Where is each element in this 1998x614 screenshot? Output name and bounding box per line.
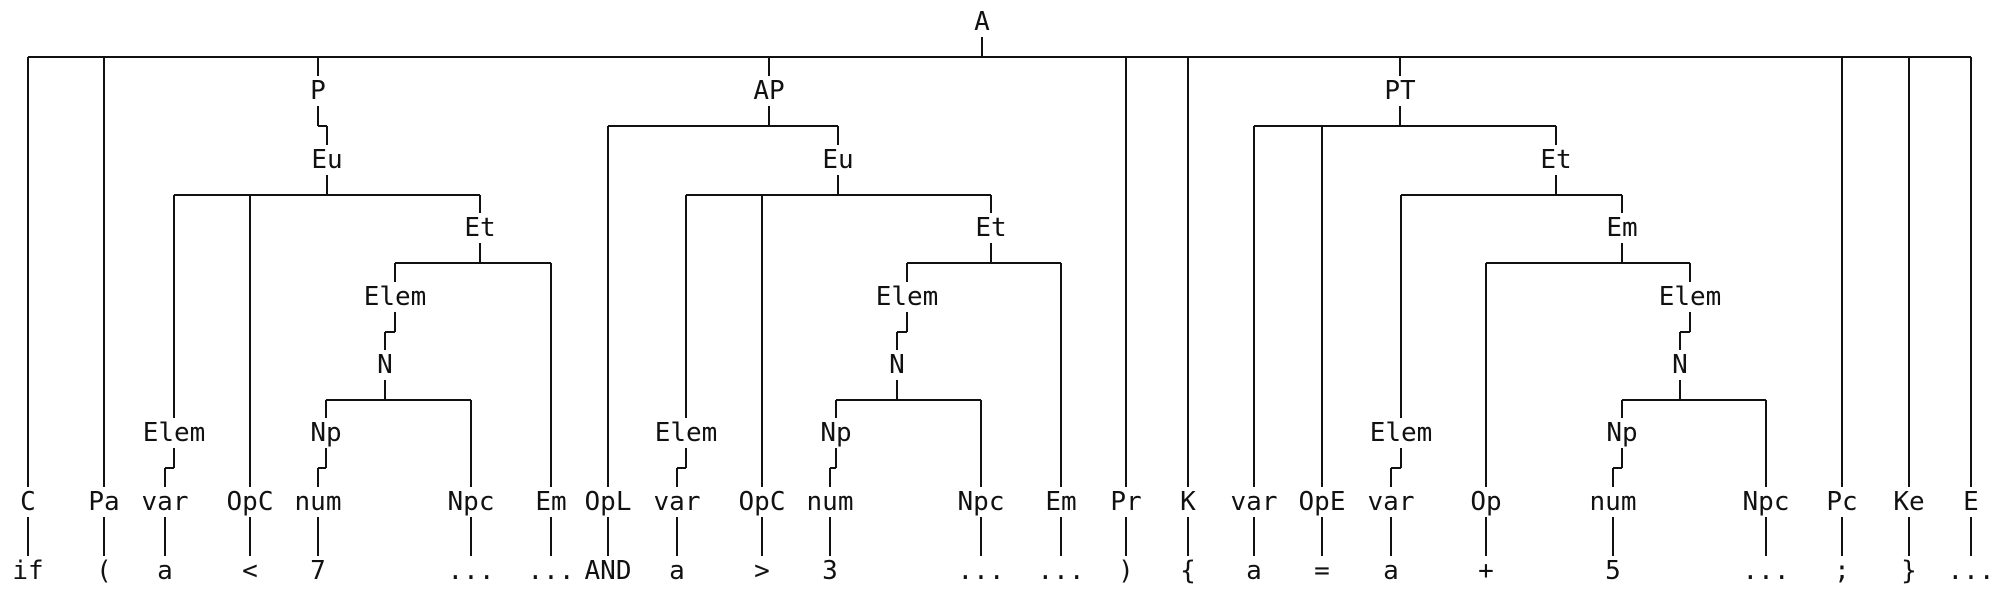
tree-node-p-elem1: Elem: [142, 418, 206, 448]
tree-node-p-npc: Npc: [447, 487, 495, 517]
tree-node-p-eu: Eu: [311, 145, 343, 175]
tree-node-ap-np: Np: [820, 418, 852, 448]
terminal-token: AND: [584, 556, 632, 586]
tree-node-ap-var: var: [653, 487, 701, 517]
tree-node-pa: Pa: [88, 487, 120, 517]
terminal-token: ...: [527, 556, 575, 586]
tree-node-pc: Pc: [1826, 487, 1858, 517]
tree-node-p-var: var: [141, 487, 189, 517]
tree-node-ap-elem2: Elem: [875, 282, 939, 312]
terminal-token: ): [1118, 556, 1134, 586]
tree-node-ap-eu: Eu: [822, 145, 854, 175]
terminal-token: a: [1383, 556, 1399, 586]
terminal-token: >: [754, 556, 770, 586]
terminal-token: <: [242, 556, 258, 586]
tree-node-p-et: Et: [464, 213, 496, 243]
tree-node-a: A: [974, 7, 990, 37]
tree-node-pt-em: Em: [1606, 213, 1638, 243]
tree-node-ap-n: N: [889, 350, 905, 380]
terminal-token: 5: [1605, 556, 1621, 586]
tree-node-pr: Pr: [1110, 487, 1142, 517]
tree-node-pt: PT: [1384, 76, 1416, 106]
tree-node-p-opc: OpC: [226, 487, 274, 517]
tree-node-pt-var2: var: [1367, 487, 1415, 517]
tree-node-ap-elem1: Elem: [654, 418, 718, 448]
terminal-token: ...: [1947, 556, 1995, 586]
tree-node-p: P: [310, 76, 326, 106]
terminal-token: a: [1246, 556, 1262, 586]
terminal-token: 7: [310, 556, 326, 586]
terminal-token: ...: [957, 556, 1005, 586]
tree-node-ap-et: Et: [975, 213, 1007, 243]
terminal-token: if: [12, 556, 44, 586]
tree-node-ap-opc: OpC: [738, 487, 786, 517]
tree-node-p-elem2: Elem: [363, 282, 427, 312]
terminal-token: ...: [447, 556, 495, 586]
terminal-token: ...: [1037, 556, 1085, 586]
tree-node-ap-em: Em: [1045, 487, 1077, 517]
tree-node-ke: Ke: [1893, 487, 1925, 517]
terminal-token: +: [1478, 556, 1494, 586]
tree-node-pt-np: Np: [1606, 418, 1638, 448]
terminal-token: a: [669, 556, 685, 586]
tree-node-k: K: [1180, 487, 1196, 517]
tree-node-pt-npc: Npc: [1742, 487, 1790, 517]
tree-node-p-n: N: [377, 350, 393, 380]
tree-node-ap-num: num: [806, 487, 854, 517]
tree-node-pt-op: Op: [1470, 487, 1502, 517]
tree-node-e: E: [1963, 487, 1979, 517]
tree-node-pt-var1: var: [1230, 487, 1278, 517]
terminal-token: {: [1180, 556, 1196, 586]
tree-node-pt-n: N: [1672, 350, 1688, 380]
tree-node-pt-elem1: Elem: [1369, 418, 1433, 448]
terminal-token: ...: [1742, 556, 1790, 586]
tree-node-p-np: Np: [310, 418, 342, 448]
tree-node-p-em: Em: [535, 487, 567, 517]
tree-node-p-num: num: [294, 487, 342, 517]
terminal-token: ;: [1834, 556, 1850, 586]
tree-node-pt-ope: OpE: [1298, 487, 1346, 517]
tree-node-ap-npc: Npc: [957, 487, 1005, 517]
tree-node-ap-opl: OpL: [584, 487, 632, 517]
terminal-token: }: [1901, 556, 1917, 586]
terminal-token: 3: [822, 556, 838, 586]
tree-node-pt-elem2: Elem: [1658, 282, 1722, 312]
terminal-token: a: [157, 556, 173, 586]
tree-node-pt-et: Et: [1540, 145, 1572, 175]
terminal-token: (: [96, 556, 112, 586]
tree-node-ap: AP: [753, 76, 785, 106]
tree-node-pt-num: num: [1589, 487, 1637, 517]
tree-node-c: C: [20, 487, 36, 517]
terminal-token: =: [1314, 556, 1330, 586]
